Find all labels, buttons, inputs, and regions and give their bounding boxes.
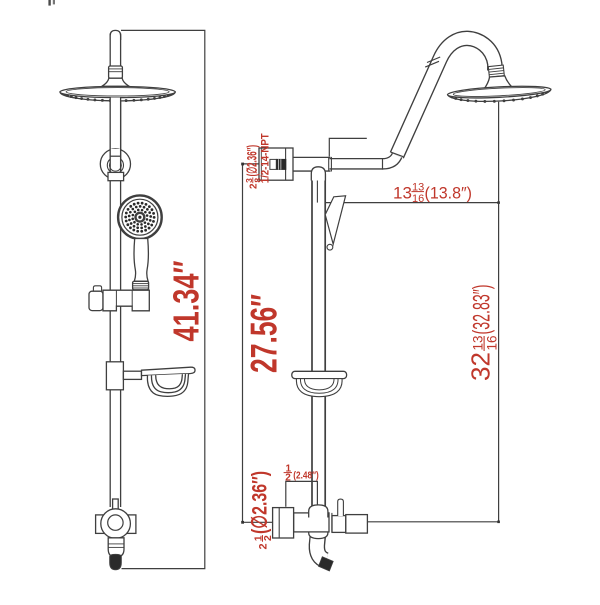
svg-text:(2.48″): (2.48″) <box>293 470 319 482</box>
svg-text:2: 2 <box>262 535 274 541</box>
svg-text:2: 2 <box>258 543 270 549</box>
svg-text:32: 32 <box>466 352 496 381</box>
svg-text:13: 13 <box>412 181 424 193</box>
svg-text:1: 1 <box>253 535 265 541</box>
svg-text:16: 16 <box>412 193 424 205</box>
svg-text:(∅2.36″): (∅2.36″) <box>244 145 260 177</box>
svg-text:8: 8 <box>253 178 263 183</box>
svg-text:1: 1 <box>286 463 292 474</box>
svg-text:(13.8″): (13.8″) <box>425 184 473 203</box>
svg-text:13: 13 <box>393 184 412 203</box>
svg-text:27.56″: 27.56″ <box>243 294 284 373</box>
svg-text:2: 2 <box>249 183 260 189</box>
svg-text:2: 2 <box>285 473 291 484</box>
svg-text:(32.83″): (32.83″) <box>469 285 496 335</box>
svg-text:41.34″: 41.34″ <box>166 261 207 342</box>
svg-text:16: 16 <box>485 335 500 350</box>
svg-text:(∅2.36″): (∅2.36″) <box>248 471 272 534</box>
svg-text:13: 13 <box>471 335 486 350</box>
svg-text:1/2-14-NPT: 1/2-14-NPT <box>259 133 271 183</box>
svg-text:3: 3 <box>244 178 254 183</box>
